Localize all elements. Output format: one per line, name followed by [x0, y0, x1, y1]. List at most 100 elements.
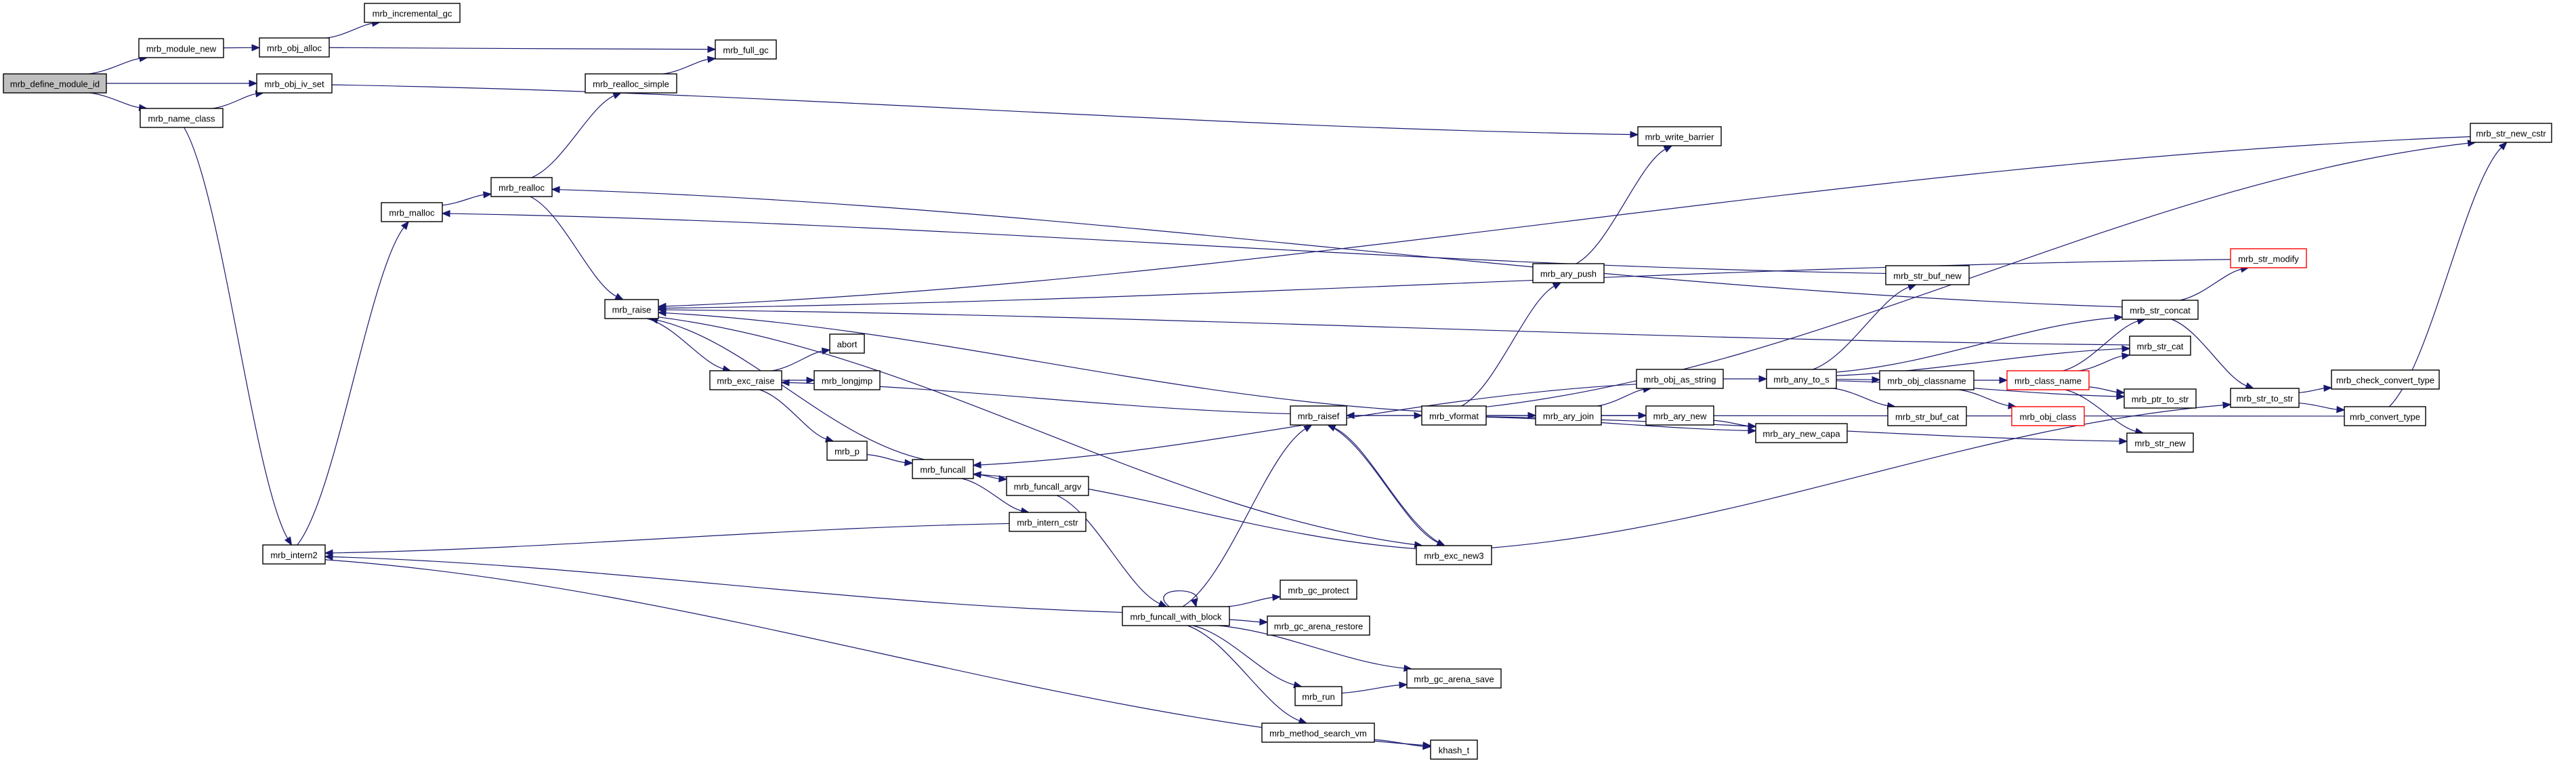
node-mrb-define-module-id[interactable]: mrb_define_module_id — [3, 73, 107, 94]
node-box[interactable] — [1290, 405, 1347, 426]
node-box[interactable] — [1885, 265, 1970, 285]
node-mrb-intern2[interactable]: mrb_intern2 — [262, 544, 326, 565]
node-box[interactable] — [364, 3, 461, 23]
node-mrb-write-barrier[interactable]: mrb_write_barrier — [1637, 126, 1722, 146]
node-box[interactable] — [3, 73, 107, 94]
node-mrb-str-to-str[interactable]: mrb_str_to_str — [2230, 388, 2300, 408]
node-mrb-obj-iv-set[interactable]: mrb_obj_iv_set — [256, 73, 333, 94]
node-mrb-realloc[interactable]: mrb_realloc — [490, 177, 553, 197]
node-mrb-intern-cstr[interactable]: mrb_intern_cstr — [1009, 512, 1086, 532]
node-box[interactable] — [2331, 369, 2440, 390]
node-box[interactable] — [2124, 388, 2197, 409]
node-box[interactable] — [1294, 686, 1343, 706]
node-box[interactable] — [2126, 432, 2194, 453]
node-box[interactable] — [2470, 123, 2552, 143]
node-box[interactable] — [2230, 248, 2307, 268]
node-box[interactable] — [709, 370, 782, 390]
node-box[interactable] — [1416, 545, 1492, 565]
node-box[interactable] — [585, 73, 677, 94]
node-box[interactable] — [2230, 388, 2300, 408]
node-mrb-raise[interactable]: mrb_raise — [604, 299, 659, 319]
node-box[interactable] — [1637, 126, 1722, 146]
node-mrb-obj-classname[interactable]: mrb_obj_classname — [1879, 370, 1975, 390]
node-box[interactable] — [2121, 300, 2199, 320]
node-box[interactable] — [262, 544, 326, 565]
node-box[interactable] — [715, 39, 777, 60]
node-box[interactable] — [1006, 476, 1089, 496]
node-box[interactable] — [1267, 615, 1370, 636]
node-box[interactable] — [1755, 423, 1848, 443]
node-mrb-raisef[interactable]: mrb_raisef — [1290, 405, 1347, 426]
node-mrb-obj-as-string[interactable]: mrb_obj_as_string — [1636, 369, 1724, 389]
node-box[interactable] — [259, 37, 330, 58]
node-abort[interactable]: abort — [829, 333, 865, 354]
node-mrb-str-concat[interactable]: mrb_str_concat — [2121, 300, 2199, 320]
node-box[interactable] — [1430, 739, 1478, 760]
node-mrb-class-name[interactable]: mrb_class_name — [2006, 370, 2090, 390]
node-mrb-str-new-cstr[interactable]: mrb_str_new_cstr — [2470, 123, 2552, 143]
node-mrb-any-to-s[interactable]: mrb_any_to_s — [1766, 369, 1837, 389]
node-mrb-str-buf-cat[interactable]: mrb_str_buf_cat — [1887, 406, 1967, 426]
node-box[interactable] — [1261, 723, 1375, 743]
node-mrb-ary-new-capa[interactable]: mrb_ary_new_capa — [1755, 423, 1848, 443]
node-khash-t[interactable]: khash_t — [1430, 739, 1478, 760]
node-mrb-vformat[interactable]: mrb_vformat — [1421, 405, 1487, 426]
node-box[interactable] — [2129, 336, 2191, 356]
node-mrb-str-cat[interactable]: mrb_str_cat — [2129, 336, 2191, 356]
node-box[interactable] — [1636, 369, 1724, 389]
node-mrb-str-buf-new[interactable]: mrb_str_buf_new — [1885, 265, 1970, 285]
node-mrb-longjmp[interactable]: mrb_longjmp — [814, 370, 881, 390]
node-mrb-gc-arena-restore[interactable]: mrb_gc_arena_restore — [1267, 615, 1370, 636]
node-mrb-obj-alloc[interactable]: mrb_obj_alloc — [259, 37, 330, 58]
node-box[interactable] — [138, 38, 224, 58]
node-mrb-ptr-to-str[interactable]: mrb_ptr_to_str — [2124, 388, 2197, 409]
node-box[interactable] — [381, 202, 443, 222]
node-mrb-module-new[interactable]: mrb_module_new — [138, 38, 224, 58]
node-box[interactable] — [1009, 512, 1086, 532]
node-mrb-obj-class[interactable]: mrb_obj_class — [2011, 406, 2085, 426]
node-mrb-str-new[interactable]: mrb_str_new — [2126, 432, 2194, 453]
node-mrb-malloc[interactable]: mrb_malloc — [381, 202, 443, 222]
node-box[interactable] — [814, 370, 881, 390]
node-box[interactable] — [604, 299, 659, 319]
node-mrb-p[interactable]: mrb_p — [826, 441, 868, 461]
node-mrb-realloc-simple[interactable]: mrb_realloc_simple — [585, 73, 677, 94]
node-box[interactable] — [1406, 668, 1502, 689]
node-box[interactable] — [912, 459, 974, 479]
node-mrb-method-search-vm[interactable]: mrb_method_search_vm — [1261, 723, 1375, 743]
node-mrb-funcall-with-block[interactable]: mrb_funcall_with_block — [1122, 606, 1230, 626]
node-mrb-name-class[interactable]: mrb_name_class — [140, 108, 224, 128]
node-box[interactable] — [1887, 406, 1967, 426]
node-mrb-str-modify[interactable]: mrb_str_modify — [2230, 248, 2307, 268]
node-box[interactable] — [1766, 369, 1837, 389]
node-box[interactable] — [829, 333, 865, 354]
node-box[interactable] — [490, 177, 553, 197]
node-mrb-check-convert-type[interactable]: mrb_check_convert_type — [2331, 369, 2440, 390]
node-box[interactable] — [826, 441, 868, 461]
node-mrb-exc-new3[interactable]: mrb_exc_new3 — [1416, 545, 1492, 565]
node-box[interactable] — [1122, 606, 1230, 626]
node-box[interactable] — [1532, 263, 1605, 283]
node-mrb-gc-arena-save[interactable]: mrb_gc_arena_save — [1406, 668, 1502, 689]
node-box[interactable] — [2006, 370, 2090, 390]
node-mrb-gc-protect[interactable]: mrb_gc_protect — [1280, 580, 1357, 600]
node-mrb-funcall[interactable]: mrb_funcall — [912, 459, 974, 479]
node-box[interactable] — [1535, 405, 1602, 426]
node-box[interactable] — [1645, 405, 1714, 426]
node-mrb-ary-new[interactable]: mrb_ary_new — [1645, 405, 1714, 426]
node-mrb-ary-push[interactable]: mrb_ary_push — [1532, 263, 1605, 283]
node-box[interactable] — [2344, 406, 2426, 426]
node-mrb-funcall-argv[interactable]: mrb_funcall_argv — [1006, 476, 1089, 496]
node-mrb-ary-join[interactable]: mrb_ary_join — [1535, 405, 1602, 426]
node-box[interactable] — [1280, 580, 1357, 600]
node-mrb-incremental-gc[interactable]: mrb_incremental_gc — [364, 3, 461, 23]
node-mrb-full-gc[interactable]: mrb_full_gc — [715, 39, 777, 60]
node-mrb-exc-raise[interactable]: mrb_exc_raise — [709, 370, 782, 390]
node-box[interactable] — [1879, 370, 1975, 390]
node-box[interactable] — [1421, 405, 1487, 426]
node-mrb-convert-type[interactable]: mrb_convert_type — [2344, 406, 2426, 426]
node-box[interactable] — [2011, 406, 2085, 426]
node-mrb-run[interactable]: mrb_run — [1294, 686, 1343, 706]
node-box[interactable] — [256, 73, 333, 94]
node-box[interactable] — [140, 108, 224, 128]
